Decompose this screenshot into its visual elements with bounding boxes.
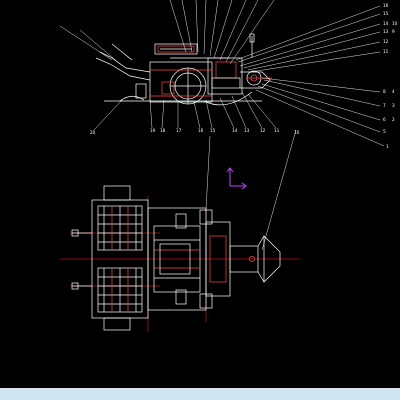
callout-label: 2 — [392, 117, 395, 122]
callout-label: 10 — [392, 21, 398, 26]
callout-label: 16 — [383, 3, 389, 8]
callout-label: 19 — [150, 128, 156, 133]
callout-label: 14 — [383, 21, 389, 26]
callout-label: 13 — [244, 128, 250, 133]
callout-label: 7 — [383, 103, 386, 108]
ucs-axis-icon[interactable] — [226, 167, 247, 190]
callout-label: 3 — [392, 103, 395, 108]
callout-label: 5 — [383, 129, 386, 134]
callout-label: 12 — [383, 39, 389, 44]
leader-lines-top — [59, 0, 385, 251]
callout-label: 1 — [386, 144, 389, 149]
callout-label: 8 — [383, 89, 386, 94]
right-callout-labels: 16 15 14 13 12 11 10 9 8 7 6 5 4 3 2 1 — [383, 3, 398, 149]
callout-label: 15 — [383, 11, 389, 16]
callout-label: 13 — [383, 29, 389, 34]
callout-label: 18 — [160, 128, 166, 133]
callout-label: 6 — [383, 117, 386, 122]
callout-label: 16 — [198, 128, 204, 133]
callout-label: 11 — [274, 128, 280, 133]
callout-label: 15 — [210, 128, 216, 133]
callout-label: 17 — [176, 128, 182, 133]
side-elevation-view — [95, 33, 272, 106]
top-plan-view — [60, 185, 300, 332]
callout-label: 14 — [232, 128, 238, 133]
callout-label: 20 — [90, 130, 96, 135]
callout-label: 11 — [383, 49, 389, 54]
bottom-callout-labels: 20 19 18 17 16 15 14 13 12 11 10 — [90, 128, 300, 135]
callout-label: 9 — [392, 29, 395, 34]
callout-label: 4 — [392, 89, 395, 94]
callout-label: 12 — [260, 128, 266, 133]
callout-label: 10 — [294, 130, 300, 135]
cad-drawing-canvas[interactable]: 20 19 18 17 16 15 14 13 12 11 10 16 15 1… — [0, 0, 400, 388]
status-bar — [0, 388, 400, 400]
